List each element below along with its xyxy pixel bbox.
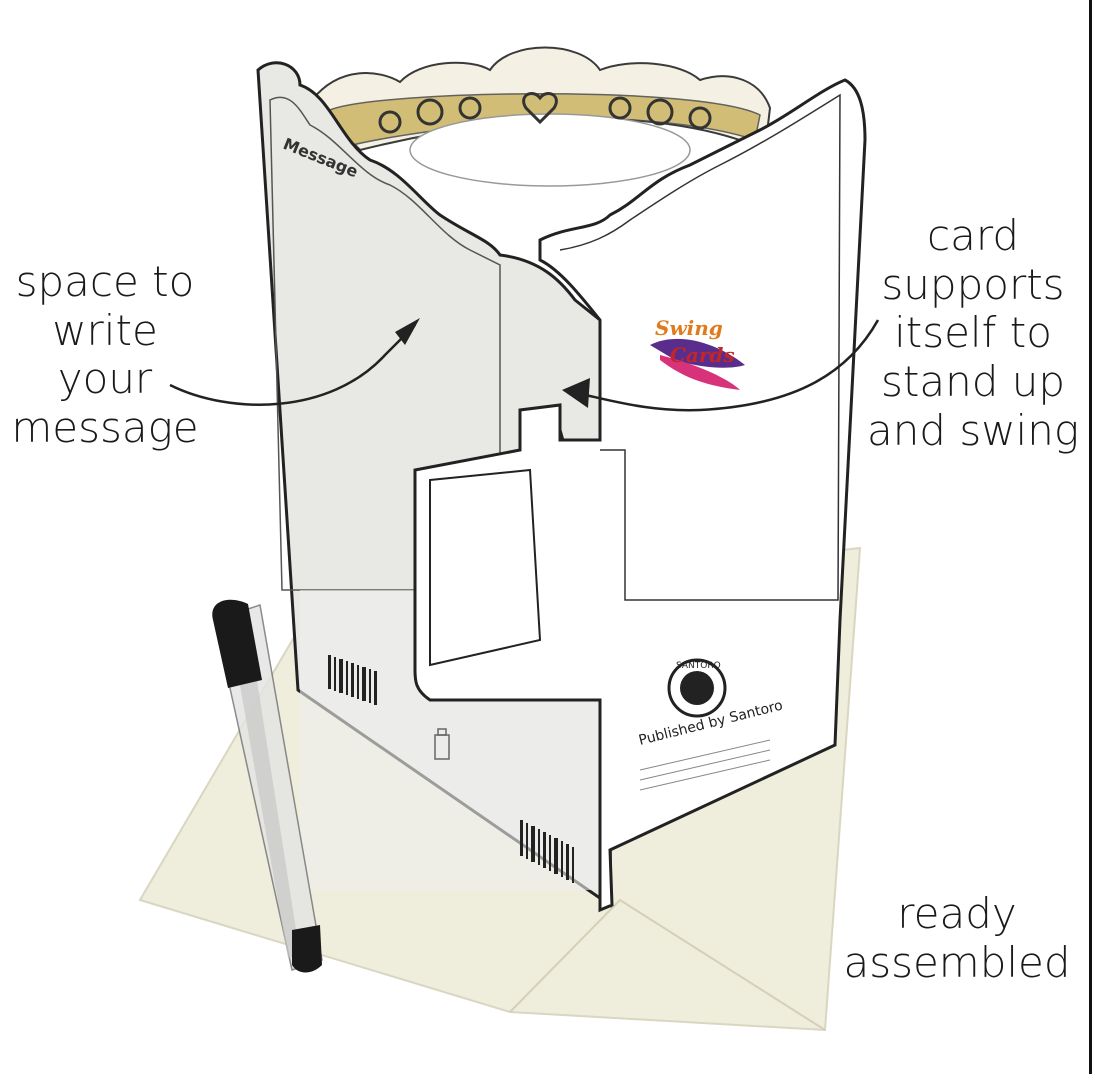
arrow-card-supports <box>562 319 880 412</box>
caption-line: write <box>52 305 158 355</box>
caption-card-supports: card supports itself to stand up and swi… <box>862 211 1084 456</box>
caption-ready-assembled: ready assembled <box>842 889 1072 987</box>
swing-cards-logo: Swing Cards <box>650 316 745 390</box>
caption-line: itself to <box>894 308 1052 358</box>
caption-line: supports <box>881 259 1065 309</box>
logo-text-bottom: Cards <box>670 343 735 367</box>
envelope-flap-line <box>509 898 826 1031</box>
pen <box>212 599 323 973</box>
santoro-seal: SANTORO <box>667 658 727 718</box>
small-print <box>639 739 771 791</box>
right-border-divider <box>1089 0 1092 1074</box>
tiara-decoration <box>310 46 772 187</box>
arrow-space-to-write <box>169 318 420 406</box>
caption-line: assembled <box>843 937 1071 987</box>
recycle-box-icon <box>434 728 450 760</box>
caption-line: message <box>11 403 199 453</box>
caption-line: ready <box>897 889 1017 938</box>
caption-line: stand up <box>881 357 1065 407</box>
card-front-tab-outline <box>429 468 542 667</box>
card-front-panel <box>413 78 867 913</box>
card-front-inner-border <box>559 93 841 601</box>
barcode-left <box>328 655 377 705</box>
caption-space-to-write: space to write your message <box>0 257 210 453</box>
caption-line: your <box>57 354 153 404</box>
caption-line: card <box>926 211 1020 260</box>
caption-line: space to <box>15 257 195 306</box>
card-back-inner-border <box>269 96 501 591</box>
logo-text-top: Swing <box>655 316 723 340</box>
seal-text: SANTORO <box>676 661 721 671</box>
caption-line: and swing <box>866 405 1080 455</box>
barcode-right <box>520 820 574 883</box>
